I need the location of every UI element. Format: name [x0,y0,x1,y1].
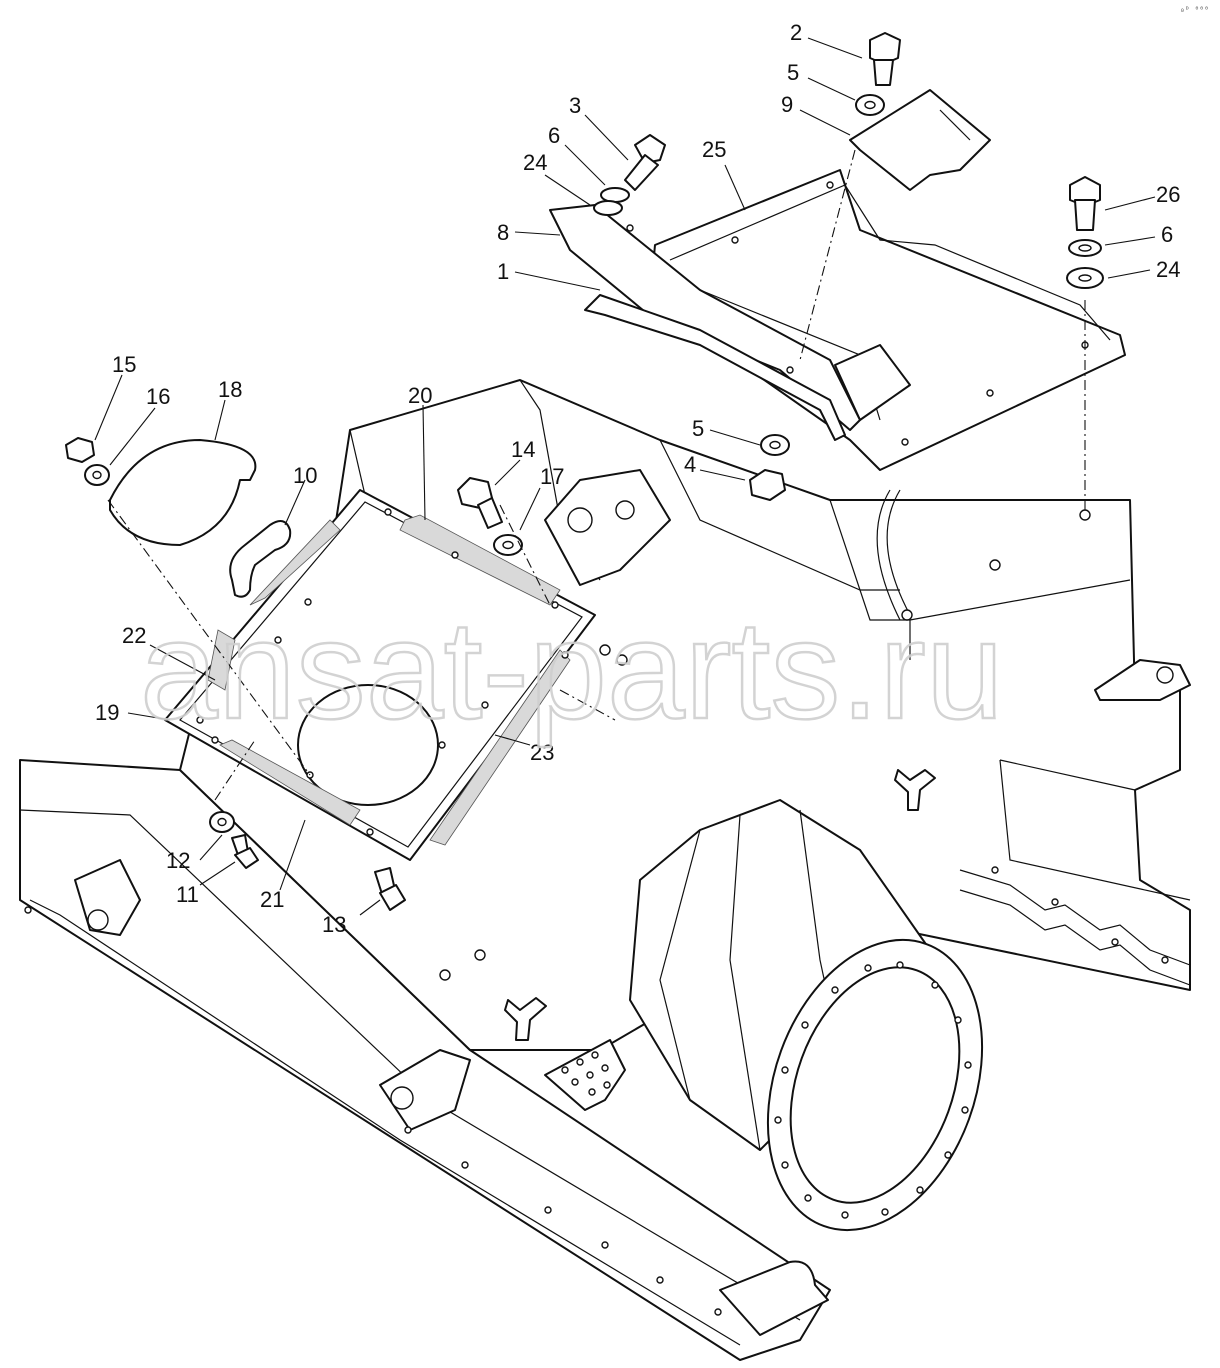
callout-6-right: 6 [1161,222,1173,247]
callout-22: 22 [122,623,146,648]
callout-3: 3 [569,93,581,118]
callout-10: 10 [293,463,317,488]
callout-24-right: 24 [1156,257,1180,282]
callout-18: 18 [218,377,242,402]
callout-20: 20 [408,383,432,408]
callout-17: 17 [540,464,564,489]
callout-15: 15 [112,352,136,377]
callout-25: 25 [702,137,726,162]
callout-19: 19 [95,700,119,725]
washer-16 [84,464,110,486]
callout-24-left: 24 [523,150,547,175]
washer-12 [209,811,235,833]
callout-6-left: 6 [548,123,560,148]
callout-26: 26 [1156,182,1180,207]
cover-9 [849,89,991,191]
bolt-11 [231,834,259,869]
gasket-strips [207,514,571,846]
bolt-14 [457,477,503,529]
callout-5-mid: 5 [692,416,704,441]
seal-18 [109,439,257,546]
callout-8: 8 [497,220,509,245]
hose-10 [229,520,292,598]
bolt-26 [1069,176,1101,231]
washer-24-right [1066,267,1104,289]
plate-8 [549,204,861,431]
callout-labels: 1 2 3 4 5 5 6 6 8 9 10 11 12 13 14 15 16… [95,20,1180,937]
washer-17 [493,534,523,556]
callout-14: 14 [511,437,535,462]
drum-bolt-holes [774,961,972,1219]
nut-4 [749,469,786,501]
washer-6-right [1068,239,1102,257]
callout-21: 21 [260,887,284,912]
callout-2: 2 [790,20,802,45]
bolt-3 [624,134,666,191]
bolt-2 [869,32,901,86]
callout-5-top: 5 [787,60,799,85]
drum-housing [629,799,984,1232]
callout-11: 11 [176,882,199,907]
corner-mark: ₀ᴰ ⁰⁰⁰ [1180,5,1209,14]
callout-4: 4 [684,452,696,477]
watermark: ansat-parts.ru [140,591,1004,748]
washer-24-left [593,200,623,216]
washer-5-mid [760,434,790,456]
alignment-lines [107,149,1086,801]
nut-15 [65,437,95,463]
bolt-13 [374,867,406,911]
callout-23: 23 [530,740,554,765]
leader-lines [94,37,1156,916]
plate-19 [164,489,596,861]
callout-1: 1 [497,259,509,284]
callout-13: 13 [322,912,346,937]
washer-6-left [600,187,630,203]
washer-5-top [855,94,885,116]
callout-9: 9 [781,92,793,117]
callout-12: 12 [166,848,190,873]
strip-1 [584,294,846,441]
callout-16: 16 [146,384,170,409]
